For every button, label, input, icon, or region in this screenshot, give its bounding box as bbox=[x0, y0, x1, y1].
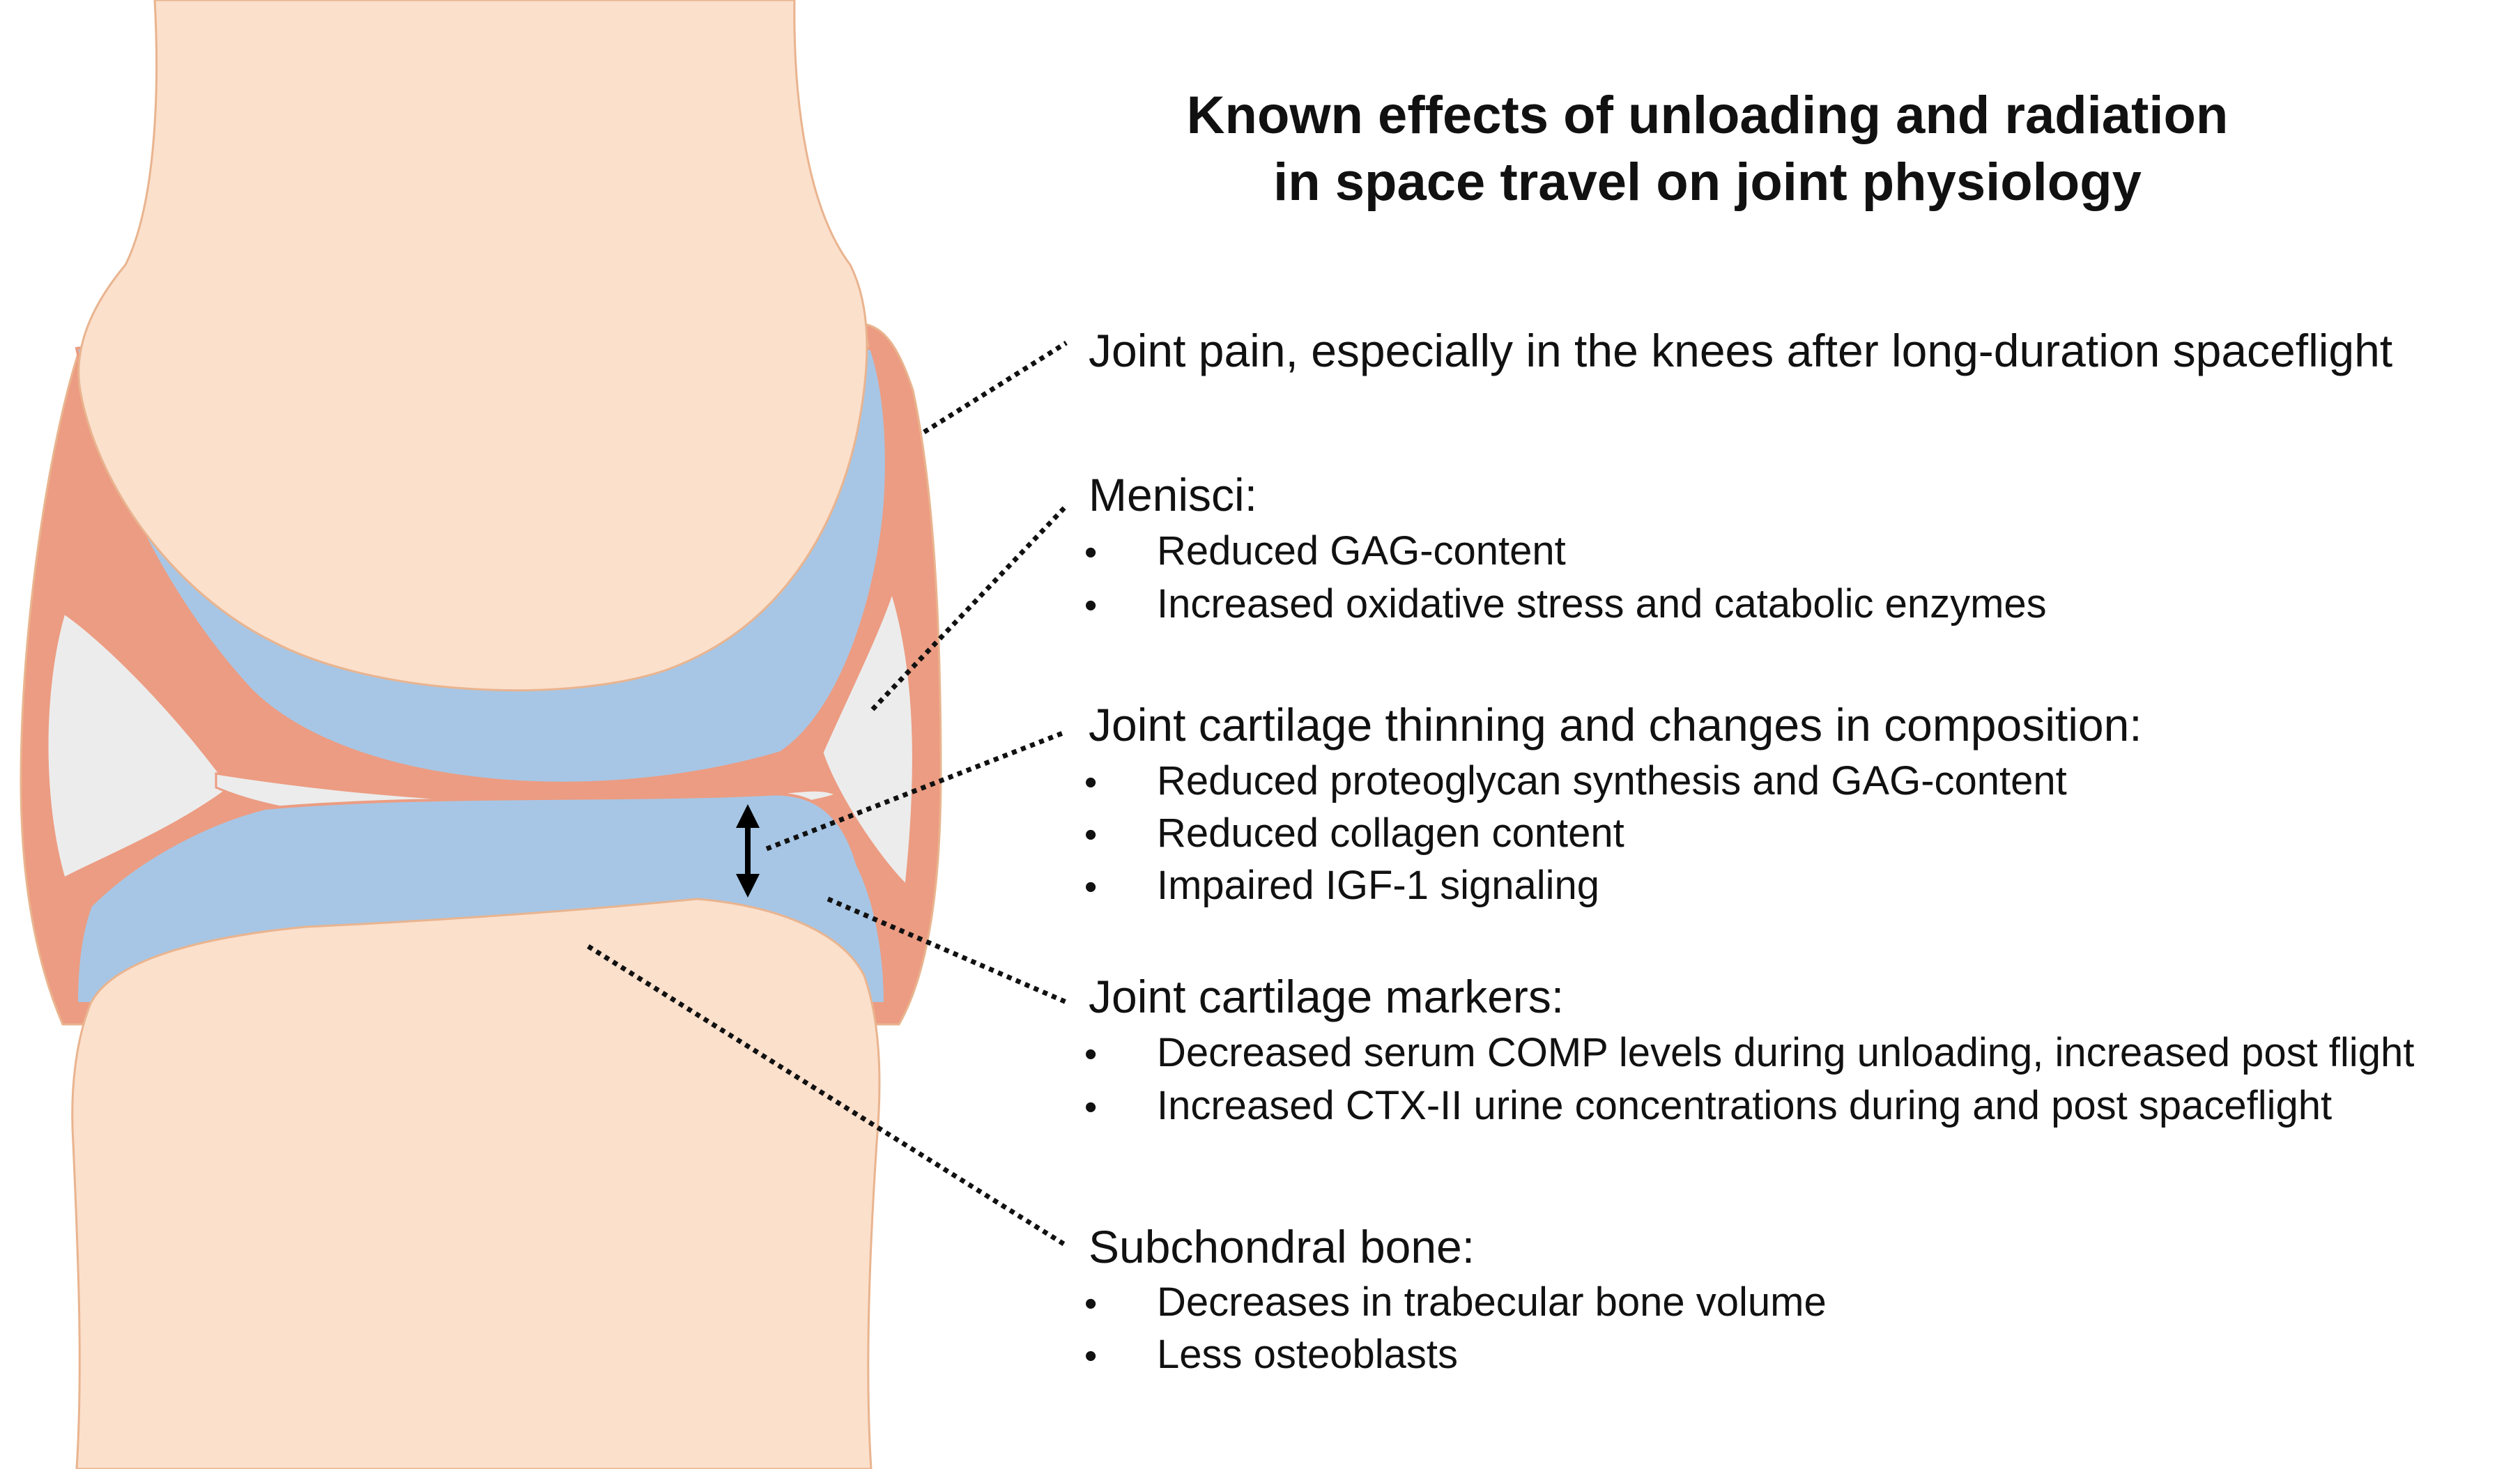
diagram-title-line-2: in space travel on joint physiology bbox=[1273, 153, 2142, 212]
menisci-bullet-1: • Reduced GAG-content bbox=[1084, 531, 1566, 571]
bullet-glyph: • bbox=[1084, 815, 1098, 855]
bullet-glyph: • bbox=[1084, 1087, 1098, 1128]
tibia-bone bbox=[71, 898, 881, 1469]
bullet-glyph: • bbox=[1084, 585, 1098, 626]
leader-line-subchondral-bone bbox=[587, 944, 1066, 1247]
bullet-glyph: • bbox=[1084, 1336, 1098, 1376]
bullet-text: Less osteoblasts bbox=[1157, 1332, 1459, 1377]
bullet-text: Reduced collagen content bbox=[1157, 810, 1624, 856]
synovial-space-right bbox=[821, 589, 914, 888]
subchondral-bone-bullet-2: • Less osteoblasts bbox=[1084, 1335, 1458, 1375]
bullet-glyph: • bbox=[1084, 532, 1098, 573]
leader-line-joint-pain bbox=[923, 341, 1068, 434]
cartilage-thinning-bullet-3: • Impaired IGF-1 signaling bbox=[1084, 866, 1599, 906]
synovial-space bbox=[46, 611, 232, 880]
bullet-glyph: • bbox=[1084, 1034, 1098, 1075]
subchondral-bone-bullet-1: • Decreases in trabecular bone volume bbox=[1084, 1282, 1827, 1323]
bullet-text: Increased CTX-II urine concentrations du… bbox=[1157, 1083, 2333, 1128]
bullet-glyph: • bbox=[1084, 1284, 1098, 1324]
menisci-heading: Menisci: bbox=[1089, 469, 1258, 521]
leader-line-menisci bbox=[870, 505, 1067, 712]
bullet-text: Increased oxidative stress and catabolic… bbox=[1157, 581, 2047, 626]
bullet-text: Reduced proteoglycan synthesis and GAG-c… bbox=[1157, 758, 2067, 803]
leader-line-cartilage-thinning bbox=[765, 729, 1068, 852]
bullet-glyph: • bbox=[1084, 867, 1098, 907]
menisci-bullet-2: • Increased oxidative stress and cataboli… bbox=[1084, 584, 2047, 624]
femur-bone bbox=[77, 0, 868, 692]
bullet-text: Impaired IGF-1 signaling bbox=[1157, 863, 1600, 908]
cartilage-markers-bullet-1: • Decreased serum COMP levels during unlo… bbox=[1084, 1033, 2414, 1073]
cartilage-markers-bullet-2: • Increased CTX-II urine concentrations d… bbox=[1084, 1086, 2332, 1126]
cartilage-thinning-bullet-2: • Reduced collagen content bbox=[1084, 813, 1624, 854]
bullet-glyph: • bbox=[1084, 762, 1098, 803]
cartilage-markers-heading: Joint cartilage markers: bbox=[1089, 971, 1565, 1022]
diagram-title-line-1: Known effects of unloading and radiation bbox=[1186, 86, 2229, 145]
cartilage-thinning-heading: Joint cartilage thinning and changes in … bbox=[1089, 699, 2142, 751]
subchondral-bone-heading: Subchondral bone: bbox=[1089, 1221, 1475, 1272]
bullet-text: Reduced GAG-content bbox=[1157, 528, 1566, 574]
bullet-text: Decreases in trabecular bone volume bbox=[1157, 1279, 1827, 1325]
joint-pain-heading: Joint pain, especially in the knees afte… bbox=[1089, 325, 2393, 376]
cartilage-thickness-arrow bbox=[736, 804, 760, 898]
bullet-text: Decreased serum COMP levels during unloa… bbox=[1157, 1030, 2415, 1075]
leader-line-cartilage-markers bbox=[827, 896, 1068, 1005]
cartilage-thinning-bullet-1: • Reduced proteoglycan synthesis and GAG-… bbox=[1084, 761, 2067, 801]
